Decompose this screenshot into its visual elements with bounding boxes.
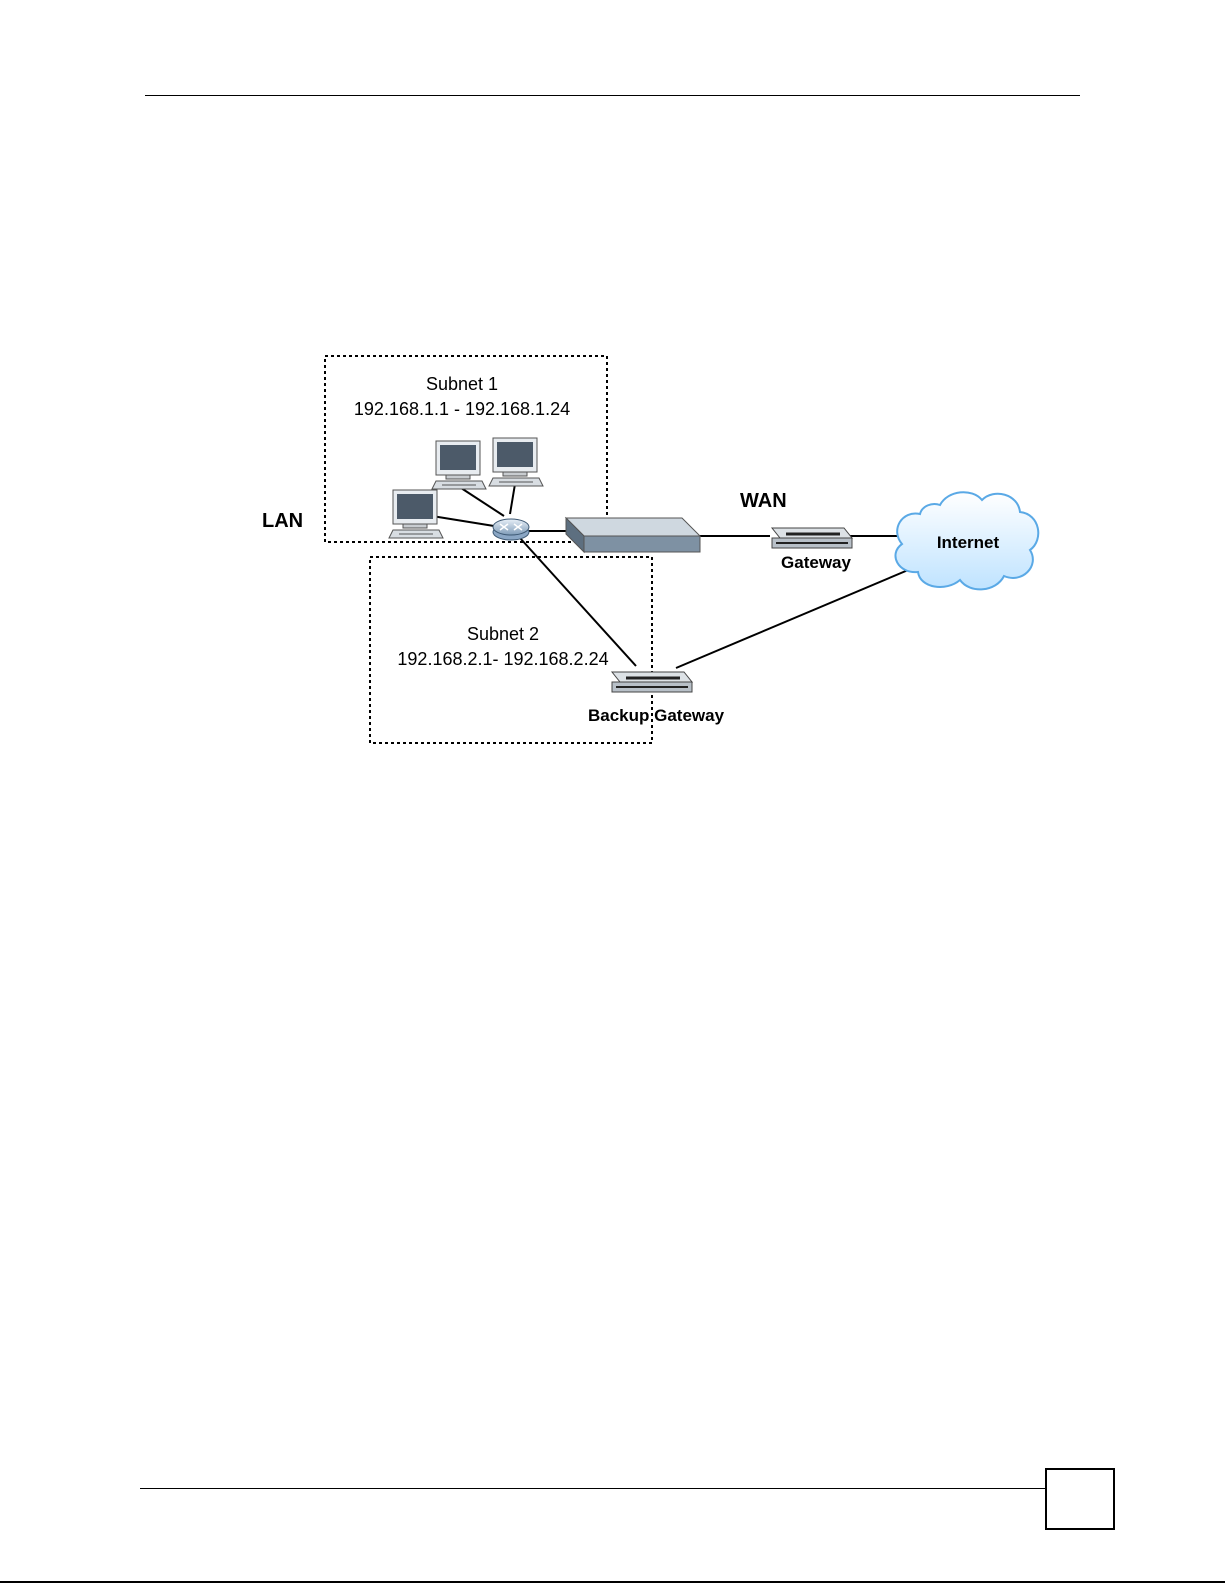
page-bottom-edge: [0, 1581, 1225, 1583]
computer-icon: [389, 490, 443, 538]
footer-rule: [140, 1488, 1045, 1489]
link-pc1-switch: [432, 516, 494, 526]
link-backup-gateway-internet: [676, 565, 920, 668]
subnet1-title: Subnet 1: [426, 374, 498, 394]
link-pc3-switch: [510, 484, 515, 514]
backup-gateway-label: Backup Gateway: [588, 706, 725, 725]
subnet2-range: 192.168.2.1- 192.168.2.24: [397, 649, 608, 669]
gateway-label: Gateway: [781, 553, 851, 572]
subnet2-title: Subnet 2: [467, 624, 539, 644]
backup-gateway-device-icon: [612, 672, 692, 692]
zywall-device-icon: [566, 518, 700, 552]
lan-label: LAN: [262, 510, 303, 532]
gateway-device-icon: [772, 528, 852, 548]
computer-icon: [489, 438, 543, 486]
computer-icon: [432, 441, 486, 489]
internet-label: Internet: [937, 533, 1000, 552]
wan-label: WAN: [740, 490, 787, 512]
subnet1-range: 192.168.1.1 - 192.168.1.24: [354, 399, 570, 419]
router-icon: [493, 519, 529, 540]
page-number-box: [1045, 1468, 1115, 1530]
link-pc2-switch: [458, 486, 504, 516]
